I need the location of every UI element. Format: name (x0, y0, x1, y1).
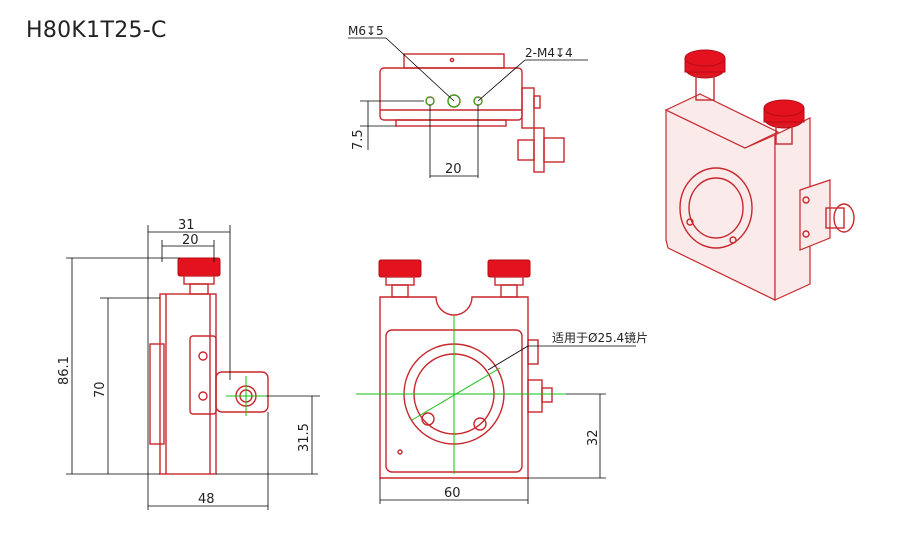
top-view-side-tab (533, 95, 541, 109)
front-view-knob-left (378, 259, 422, 278)
dim-20-side: 20 (182, 233, 199, 248)
dim-7-5: 7.5 (351, 129, 366, 150)
iso-lens-mount (679, 167, 753, 249)
side-view-knob-collar (183, 275, 215, 285)
side-view-main-plate (159, 293, 217, 475)
dim-70: 70 (93, 381, 108, 398)
dim-48: 48 (198, 492, 215, 507)
front-view-ring-screw-2 (473, 417, 487, 431)
dim-20-top: 20 (445, 162, 462, 177)
dim-31-5: 31.5 (297, 423, 312, 452)
front-view-body (379, 296, 529, 479)
side-view-bnc-plate (215, 371, 269, 413)
lens-callout: 适用于Ø25.4镜片 (552, 330, 648, 345)
dim-32: 32 (586, 429, 601, 446)
front-view: 适用于Ø25.4镜片 60 32 (356, 259, 648, 504)
top-view-bnc-knob (517, 139, 535, 161)
dim-86-1: 86.1 (57, 356, 72, 385)
side-view-screw-2 (198, 391, 208, 401)
callout-m4: 2-M4↧4 (525, 46, 573, 60)
front-view-knob-right (487, 259, 531, 278)
iso-top-face (664, 93, 780, 149)
top-view: M6↧5 2-M4↧4 7.5 20 (348, 24, 588, 178)
top-view-side-block (521, 87, 535, 129)
top-view-body (379, 67, 523, 121)
iso-lens-aperture (688, 177, 744, 239)
side-view: 31 20 86.1 70 31.5 48 (57, 218, 320, 510)
side-view-mount-bracket (189, 335, 217, 415)
top-view-bracket (533, 127, 545, 173)
iso-bnc-connector (833, 203, 855, 233)
dim-60: 60 (444, 486, 461, 501)
top-view-cap-hole (449, 57, 455, 63)
side-view-screw-1 (198, 351, 208, 361)
callout-m6: M6↧5 (348, 24, 384, 38)
isometric-view (664, 49, 855, 301)
dim-31: 31 (178, 218, 195, 233)
top-view-bnc-body (543, 137, 565, 163)
side-view-knob-stem (189, 283, 209, 295)
side-view-lens-ring (149, 343, 165, 445)
top-view-lip (395, 119, 507, 127)
model-title: H80K1T25-C (26, 18, 167, 43)
front-view-side-bracket (527, 379, 543, 413)
front-view-ring-screw-1 (421, 412, 435, 426)
